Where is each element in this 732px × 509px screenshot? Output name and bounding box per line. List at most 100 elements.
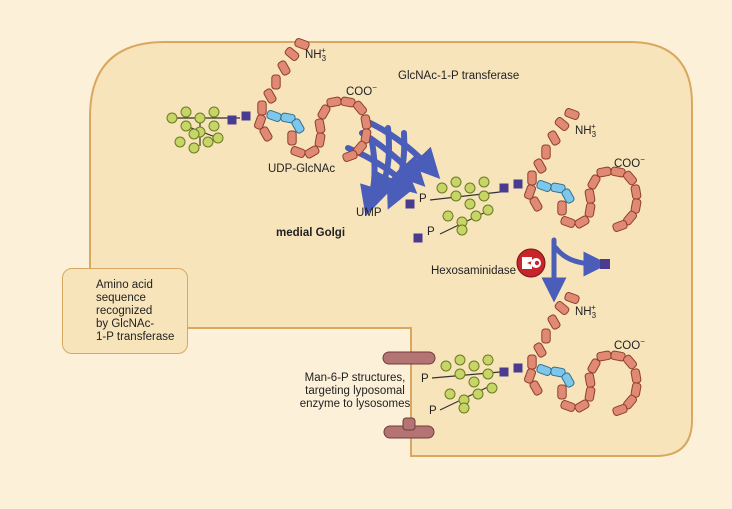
mannose-residue [468, 360, 480, 372]
amino-acid-residue [529, 196, 543, 212]
phosphate-label-upper: P [419, 193, 427, 205]
mannose-residue [436, 182, 448, 194]
glycoprotein-phosphorylated-intermediate [405, 108, 642, 243]
mannose-residue [202, 136, 214, 148]
amino-acid-residue [547, 314, 561, 330]
amino-acid-residue [294, 38, 310, 50]
glcnac-residue [405, 199, 415, 209]
c-terminus-label-3: COO− [614, 337, 645, 352]
mannose-residue [180, 106, 192, 118]
n-terminus-label-2: NH3+ [575, 122, 597, 140]
amino-acid-residue [557, 384, 567, 400]
mannose-residue [450, 190, 462, 202]
released-glcnac [600, 259, 610, 269]
phosphate-label-man6p-upper: P [421, 373, 429, 385]
mannose-residue [482, 368, 494, 380]
amino-acid-residue [554, 117, 570, 131]
mannose-residue [470, 210, 482, 222]
mannose-residue [478, 176, 490, 188]
amino-acid-residue [314, 118, 326, 134]
mannose-residue [478, 190, 490, 202]
glcnac-residue [413, 233, 423, 243]
hexosaminidase-enzyme-icon [516, 248, 546, 278]
amino-acid-residue [263, 88, 277, 104]
mannose-residue [482, 204, 494, 216]
amino-acid-residue [584, 188, 596, 204]
mannose-residue [188, 128, 200, 140]
amino-acid-residue [527, 354, 537, 370]
c-terminus-label-1: COO− [346, 83, 377, 98]
glycoprotein-man6p [431, 292, 642, 416]
amino-acid-residue [574, 399, 590, 413]
amino-acid-residue [524, 184, 536, 200]
mannose-residue [212, 132, 224, 144]
amino-acid-residue [560, 216, 576, 228]
ump-label: UMP [356, 207, 382, 219]
mannose-residue [464, 198, 476, 210]
glcnac-residue [241, 111, 251, 121]
recognition-sequence-residue [291, 118, 305, 134]
amino-acid-residue [271, 74, 281, 90]
membrane-receptor-top [382, 351, 436, 365]
amino-acid-residue [290, 146, 306, 158]
mannose-residue [208, 106, 220, 118]
mannose-residue [486, 382, 498, 394]
amino-acid-residue [574, 215, 590, 229]
amino-acid-residue [564, 292, 580, 304]
mannose-residue [456, 224, 468, 236]
mannose-residue [180, 120, 192, 132]
legend-text: Amino acid sequence recognized by GlcNAc… [96, 279, 175, 343]
mannose-residue [450, 176, 462, 188]
phosphate-label-man6p-lower: P [429, 405, 437, 417]
phosphate-label-lower: P [427, 226, 435, 238]
man6p-note: Man-6-P structures, targeting lyposomal … [299, 372, 411, 410]
glcnac-residue [227, 115, 237, 125]
amino-acid-residue [527, 170, 537, 186]
mannose-residue [444, 388, 456, 400]
glycoprotein-initial [166, 38, 372, 162]
mannose-residue [194, 112, 206, 124]
n-terminus-label-1: NH3+ [305, 46, 327, 64]
glcnac-residue [513, 179, 523, 189]
amino-acid-residue [304, 145, 320, 159]
amino-acid-residue [554, 301, 570, 315]
amino-acid-residue [623, 170, 637, 186]
amino-acid-residue [314, 132, 326, 148]
mannose-residue [472, 388, 484, 400]
amino-acid-residue [524, 368, 536, 384]
amino-acid-residue [630, 368, 642, 384]
amino-acid-residue [596, 166, 612, 178]
mannose-residue [174, 136, 186, 148]
mannose-residue [442, 210, 454, 222]
mannose-residue [440, 360, 452, 372]
mannose-residue [482, 354, 494, 366]
amino-acid-residue [360, 114, 372, 130]
glcnac-residue [499, 367, 509, 377]
c-terminus-label-2: COO− [614, 155, 645, 170]
amino-acid-residue [353, 100, 367, 116]
amino-acid-residue [342, 150, 358, 162]
amino-acid-residue [541, 144, 551, 160]
amino-acid-residue [584, 372, 596, 388]
transferase-label: GlcNAc-1-P transferase [398, 70, 520, 82]
legend-box [62, 268, 188, 354]
amino-acid-residue [326, 96, 342, 108]
amino-acid-residue [533, 158, 547, 174]
mannose-residue [166, 112, 178, 124]
amino-acid-residue [584, 386, 596, 402]
mannose-residue [458, 402, 470, 414]
recognition-sequence-residue [561, 188, 575, 204]
amino-acid-residue [596, 350, 612, 362]
amino-acid-residue [541, 328, 551, 344]
amino-acid-residue [533, 342, 547, 358]
amino-acid-residue [557, 200, 567, 216]
mannose-residue [208, 120, 220, 132]
udp-glcnac-label: UDP-GlcNAc [268, 163, 336, 175]
amino-acid-residue [564, 108, 580, 120]
n-terminus-label-3: NH3+ [575, 303, 597, 321]
amino-acid-residue [630, 184, 642, 200]
amino-acid-residue [623, 354, 637, 370]
mannose-residue [188, 142, 200, 154]
glcnac-residue [513, 363, 523, 373]
